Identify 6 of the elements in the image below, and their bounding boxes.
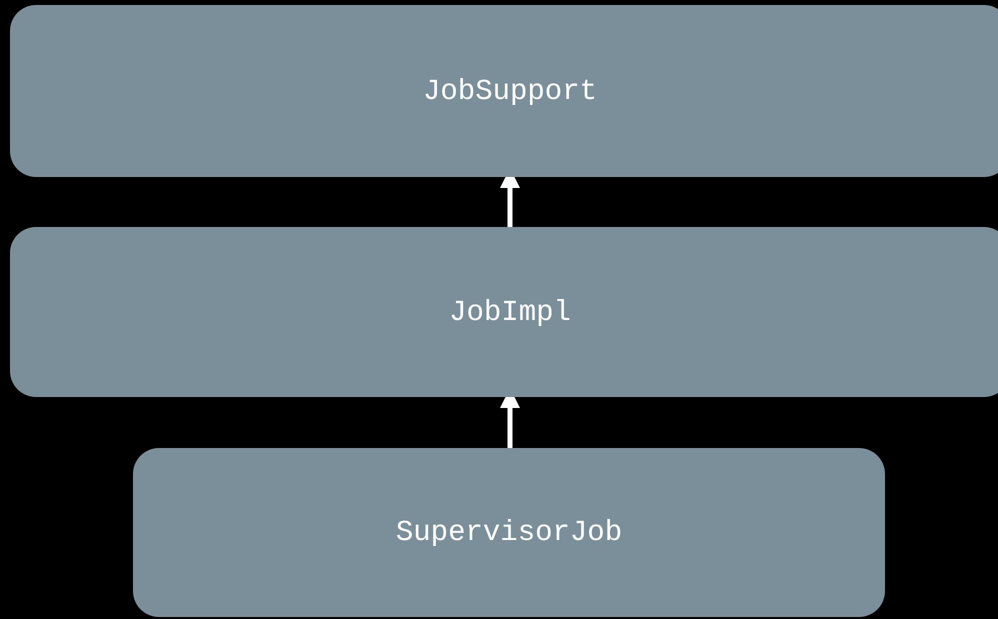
- class-box: [10, 227, 998, 397]
- class-name: JobSupport: [422, 74, 598, 108]
- class-box: [133, 448, 885, 617]
- class-box: [10, 5, 998, 177]
- class-name: JobImpl: [449, 296, 571, 328]
- class-name: SupervisorJob: [396, 516, 622, 549]
